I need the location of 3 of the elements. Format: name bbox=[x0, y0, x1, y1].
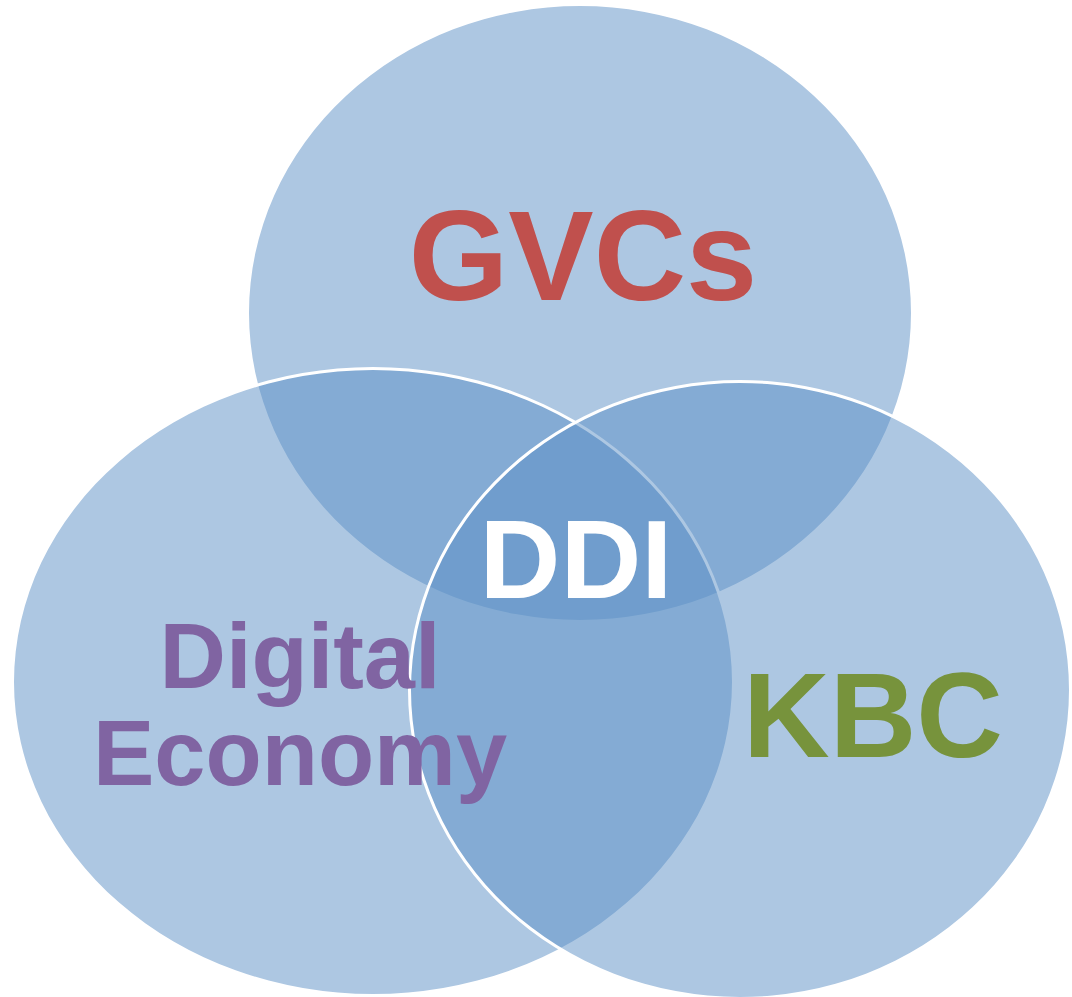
intersection-label: DDI bbox=[479, 504, 673, 616]
set-label: GVCs bbox=[407, 188, 759, 324]
set-label: KBC bbox=[742, 652, 1004, 778]
